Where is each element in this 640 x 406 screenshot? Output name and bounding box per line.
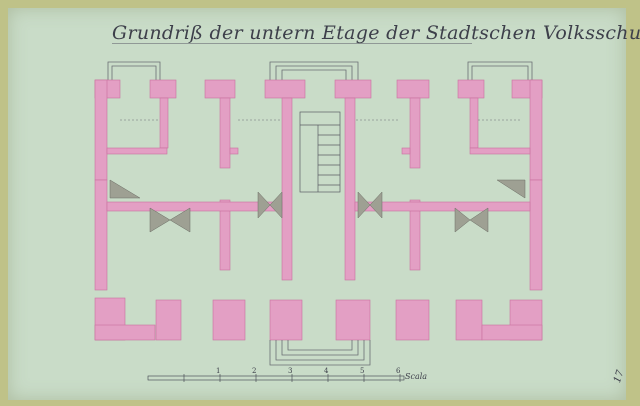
front-steps bbox=[269, 340, 371, 366]
scale-tick-3: 3 bbox=[288, 367, 292, 375]
plan-title: Grundriß der untern Etage der Stadtschen… bbox=[112, 22, 640, 44]
scale-bar: 1 2 3 4 5 6 bbox=[147, 367, 405, 382]
title-underline bbox=[112, 43, 472, 44]
staircase bbox=[299, 111, 341, 193]
stoves bbox=[109, 179, 526, 233]
walls bbox=[94, 79, 543, 341]
scale-tick-5: 5 bbox=[360, 367, 364, 375]
scale-tick-2: 2 bbox=[252, 367, 256, 375]
scale-label: Scala bbox=[405, 372, 428, 381]
scale-tick-4: 4 bbox=[324, 367, 329, 375]
back-steps bbox=[107, 61, 533, 80]
scale-tick-1: 1 bbox=[216, 367, 220, 375]
scale-tick-6: 6 bbox=[396, 367, 401, 375]
